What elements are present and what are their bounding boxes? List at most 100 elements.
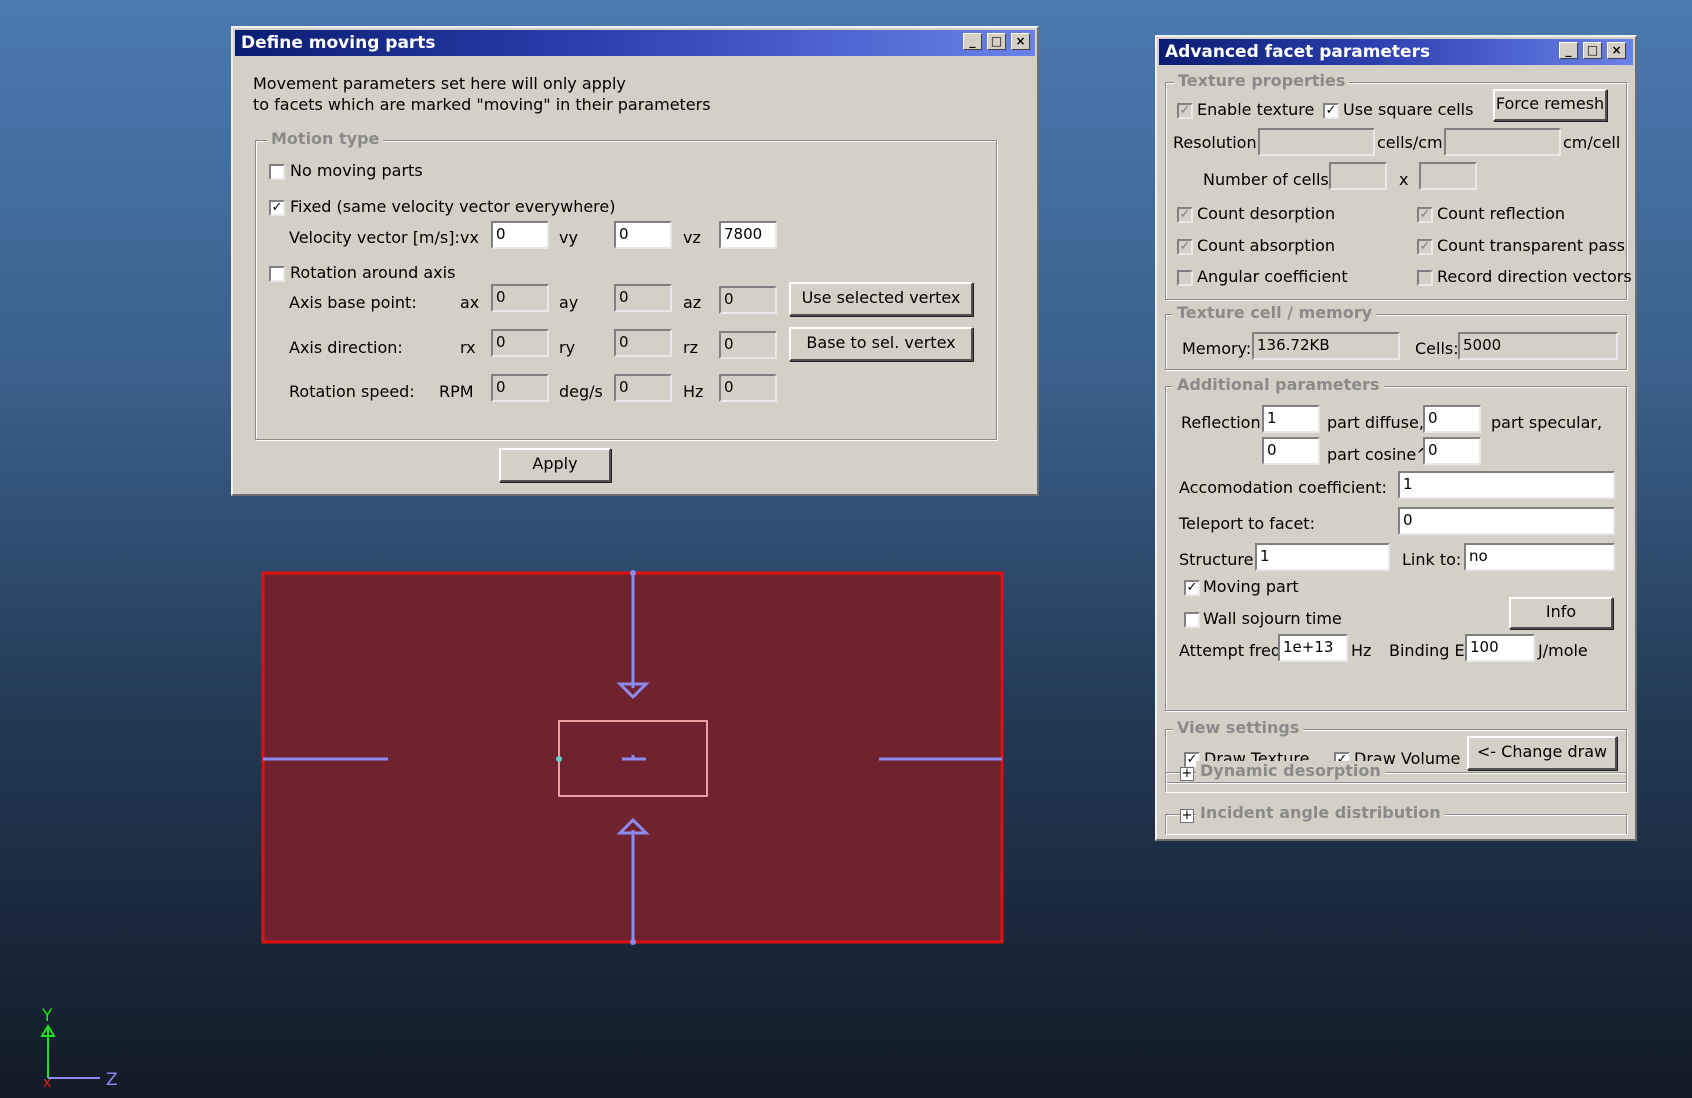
- count-reflection-checkbox[interactable]: ✓: [1417, 207, 1433, 223]
- dynamic-desorption-label[interactable]: Dynamic desorption: [1196, 761, 1385, 780]
- count-desorption-label: Count desorption: [1197, 204, 1336, 223]
- wall-sojourn-label: Wall sojourn time: [1203, 609, 1342, 628]
- vertex-dot[interactable]: [556, 756, 562, 762]
- ax-input[interactable]: 0: [491, 284, 549, 312]
- minimize-icon[interactable]: _: [963, 33, 982, 50]
- binding-e-input[interactable]: 100: [1465, 634, 1535, 662]
- info-button[interactable]: Info: [1509, 597, 1613, 629]
- motion-type-group: [255, 140, 997, 440]
- cm-per-cell-label: cm/cell: [1563, 133, 1621, 152]
- attempt-freq-label: Attempt freq:: [1179, 641, 1287, 660]
- rotation-checkbox[interactable]: [269, 266, 285, 282]
- motion-type-label: Motion type: [267, 129, 384, 148]
- vertex-dot-top[interactable]: [630, 570, 636, 576]
- advanced-facet-titlebar[interactable]: Advanced facet parameters: [1159, 39, 1633, 65]
- bottom-arrow-head-icon: [616, 817, 650, 835]
- texture-properties-group: [1165, 82, 1627, 300]
- count-reflection-label: Count reflection: [1437, 204, 1566, 223]
- ay-input[interactable]: 0: [614, 284, 672, 312]
- angular-coefficient-checkbox[interactable]: [1177, 270, 1193, 286]
- degs-label: deg/s: [559, 382, 603, 401]
- count-desorption-checkbox[interactable]: ✓: [1177, 207, 1193, 223]
- enable-texture-checkbox[interactable]: ✓: [1177, 103, 1193, 119]
- memory-value: 136.72KB: [1252, 332, 1400, 360]
- count-transparent-checkbox[interactable]: ✓: [1417, 239, 1433, 255]
- z-axis-label: Z: [106, 1070, 118, 1090]
- teleport-input[interactable]: 0: [1398, 507, 1615, 535]
- vx-input[interactable]: 0: [491, 221, 549, 249]
- no-moving-parts-label: No moving parts: [290, 161, 423, 180]
- attempt-freq-input[interactable]: 1e+13: [1278, 634, 1348, 662]
- degs-input[interactable]: 0: [614, 374, 672, 402]
- axis-direction-label: Axis direction:: [289, 338, 403, 357]
- close-icon[interactable]: ×: [1607, 42, 1626, 59]
- incident-angle-label[interactable]: Incident angle distribution: [1196, 803, 1445, 822]
- cells-value: 5000: [1458, 332, 1618, 360]
- rx-input[interactable]: 0: [491, 329, 549, 357]
- vz-label: vz: [683, 228, 701, 247]
- jmole-label: J/mole: [1538, 641, 1588, 660]
- reflection-label: Reflection:: [1181, 413, 1266, 432]
- base-to-sel-vertex-button[interactable]: Base to sel. vertex: [789, 327, 973, 361]
- moving-part-label: Moving part: [1203, 577, 1299, 596]
- cosine-exponent-input[interactable]: 0: [1423, 437, 1481, 465]
- use-square-cells-checkbox[interactable]: ✓: [1323, 103, 1339, 119]
- reflection-cosine-input[interactable]: 0: [1262, 437, 1320, 465]
- hz-input[interactable]: 0: [719, 374, 777, 402]
- use-selected-vertex-button[interactable]: Use selected vertex: [789, 282, 973, 316]
- reflection-diffuse-input[interactable]: 1: [1262, 405, 1320, 433]
- resolution-cm-per-cell-input[interactable]: [1444, 128, 1561, 156]
- structure-label: Structure:: [1179, 550, 1259, 569]
- rpm-input[interactable]: 0: [491, 374, 549, 402]
- define-moving-parts-window: Define moving parts _ □ × Movement param…: [231, 26, 1039, 496]
- number-of-cells-v-input[interactable]: [1419, 162, 1477, 190]
- record-direction-checkbox[interactable]: [1417, 270, 1433, 286]
- az-label: az: [683, 293, 702, 312]
- close-icon[interactable]: ×: [1011, 33, 1030, 50]
- change-draw-button[interactable]: <- Change draw: [1467, 736, 1617, 770]
- moving-part-checkbox[interactable]: ✓: [1184, 580, 1200, 596]
- force-remesh-button[interactable]: Force remesh: [1493, 89, 1607, 121]
- vz-input[interactable]: 7800: [719, 221, 777, 249]
- vertex-dot-bottom[interactable]: [630, 939, 636, 945]
- maximize-icon[interactable]: □: [1583, 42, 1602, 59]
- expand-dynamic-desorption-icon[interactable]: +: [1180, 766, 1194, 781]
- number-of-cells-u-input[interactable]: [1329, 162, 1387, 190]
- rz-input[interactable]: 0: [719, 331, 777, 359]
- description-line-2: to facets which are marked "moving" in t…: [253, 95, 711, 114]
- apply-button[interactable]: Apply: [499, 448, 611, 482]
- ry-label: ry: [559, 338, 576, 357]
- count-absorption-checkbox[interactable]: ✓: [1177, 239, 1193, 255]
- fixed-checkbox[interactable]: ✓: [269, 200, 285, 216]
- az-input[interactable]: 0: [719, 286, 777, 314]
- resolution-label: Resolution:: [1173, 133, 1262, 152]
- define-moving-parts-titlebar[interactable]: Define moving parts: [235, 30, 1035, 56]
- vy-input[interactable]: 0: [614, 221, 672, 249]
- accomodation-input[interactable]: 1: [1398, 471, 1615, 499]
- y-axis-label: Y: [41, 1006, 53, 1026]
- structure-input[interactable]: 1: [1255, 543, 1390, 571]
- additional-parameters-label: Additional parameters: [1173, 375, 1384, 394]
- minimize-icon[interactable]: _: [1559, 42, 1578, 59]
- resolution-cells-per-cm-input[interactable]: [1258, 128, 1375, 156]
- number-of-cells-label: Number of cells:: [1203, 170, 1335, 189]
- ay-label: ay: [559, 293, 579, 312]
- no-moving-parts-checkbox[interactable]: [269, 164, 285, 180]
- fixed-label: Fixed (same velocity vector everywhere): [290, 197, 616, 216]
- part-cosine-label: part cosine^: [1327, 445, 1430, 464]
- enable-texture-label: Enable texture: [1197, 100, 1315, 119]
- wall-sojourn-checkbox[interactable]: [1184, 612, 1200, 628]
- rpm-label: RPM: [439, 382, 474, 401]
- record-direction-label: Record direction vectors: [1437, 267, 1632, 286]
- rotation-speed-label: Rotation speed:: [289, 382, 415, 401]
- expand-incident-angle-icon[interactable]: +: [1180, 808, 1194, 823]
- cells-label: Cells:: [1415, 339, 1459, 358]
- ry-input[interactable]: 0: [614, 329, 672, 357]
- reflection-specular-input[interactable]: 0: [1423, 405, 1481, 433]
- cells-per-cm-label: cells/cm: [1377, 133, 1443, 152]
- top-arrow-head-icon: [616, 682, 650, 700]
- texture-cell-memory-label: Texture cell / memory: [1173, 303, 1377, 322]
- maximize-icon[interactable]: □: [987, 33, 1006, 50]
- link-to-input[interactable]: no: [1464, 543, 1615, 571]
